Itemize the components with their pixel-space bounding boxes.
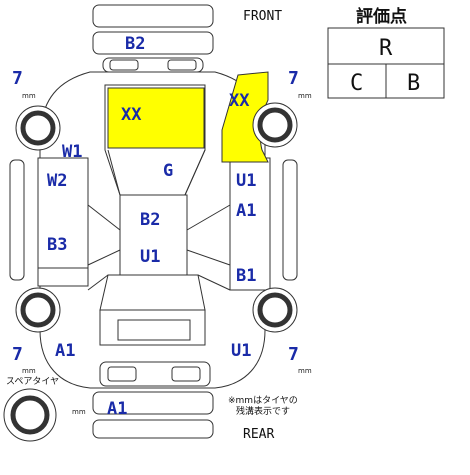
tire-unit-front-left: mm: [22, 92, 36, 100]
code-left-rear-door: B3: [47, 235, 67, 255]
code-right-rear-door: B1: [236, 266, 256, 286]
note-line-1: ※mmはタイヤの: [228, 395, 298, 406]
code-front-right-fender: XX: [229, 91, 250, 111]
tire-depth-front-left: 7: [12, 68, 23, 89]
grade-exterior: B: [407, 71, 420, 96]
code-roof-rear: U1: [140, 247, 160, 267]
grade-title: 評価点: [356, 6, 407, 27]
label-rear: REAR: [243, 427, 274, 442]
hood-highlight: [107, 87, 205, 149]
car-body-outline: [9, 71, 298, 389]
code-left-rear-fender: A1: [55, 341, 75, 361]
code-windshield: G: [163, 161, 173, 181]
tire-unit-front-right: mm: [298, 92, 312, 100]
tire-unit-spare: mm: [72, 408, 86, 416]
code-right-front-door-bottom: A1: [236, 201, 256, 221]
tire-rear-left: [15, 287, 61, 333]
note-line-2: 残溝表示です: [236, 405, 290, 417]
tire-front-left: [15, 105, 61, 151]
grade-interior: C: [350, 71, 363, 96]
code-left-front-door-glass: W2: [47, 171, 67, 191]
tire-unit-rear-left: mm: [22, 367, 36, 375]
label-spare-tire: スペアタイヤ: [6, 376, 59, 387]
code-front-bumper: B2: [125, 34, 145, 54]
label-front: FRONT: [243, 9, 282, 24]
rear-bumper-area: [92, 361, 214, 439]
tire-spare: [3, 388, 57, 442]
tire-depth-front-right: 7: [288, 68, 299, 89]
tire-front-right: [252, 102, 298, 148]
tire-rear-right: [252, 287, 298, 333]
code-right-rear-fender: U1: [231, 341, 251, 361]
code-right-front-door-top: U1: [236, 171, 256, 191]
grade-table: 評価点 R C B: [327, 6, 445, 99]
code-roof-front: B2: [140, 210, 160, 230]
tire-unit-rear-right: mm: [298, 367, 312, 375]
code-hood: XX: [121, 105, 142, 125]
code-left-front-window: W1: [62, 142, 82, 162]
tire-depth-rear-right: 7: [288, 344, 299, 365]
tire-depth-rear-left: 7: [12, 344, 23, 365]
front-bumper-area: [92, 4, 214, 73]
grade-overall: R: [379, 36, 393, 61]
code-rear-bumper: A1: [107, 399, 127, 419]
